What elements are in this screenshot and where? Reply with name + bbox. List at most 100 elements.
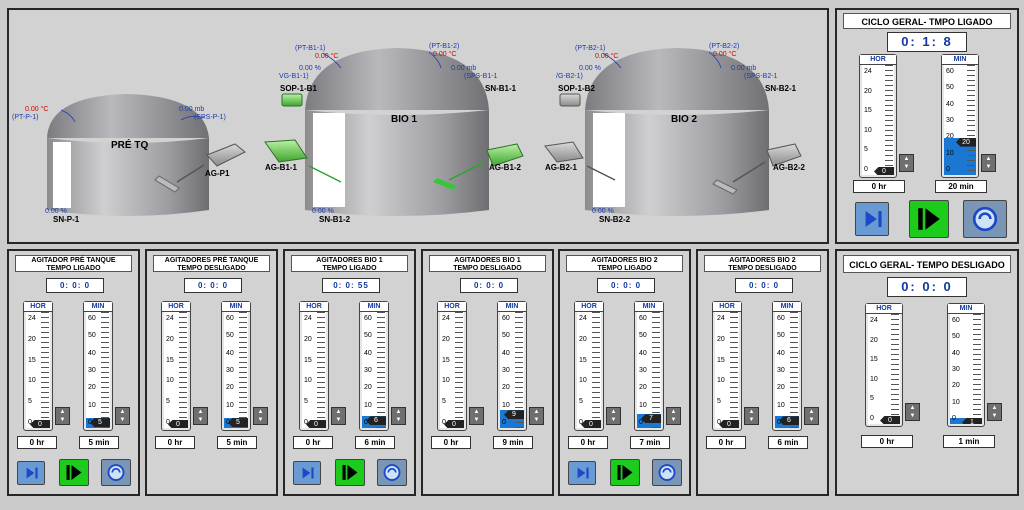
gauge-pointer[interactable]: 6 bbox=[779, 416, 799, 426]
spin-down-icon[interactable]: ▼ bbox=[610, 417, 617, 423]
spin-stepper[interactable]: ▲▼ bbox=[744, 407, 759, 425]
tick-label: 0 bbox=[864, 166, 868, 173]
spin-up-icon[interactable]: ▲ bbox=[395, 409, 402, 415]
spin-down-icon[interactable]: ▼ bbox=[197, 417, 204, 423]
spin-stepper[interactable]: ▲▼ bbox=[115, 407, 130, 425]
spin-stepper[interactable]: ▲▼ bbox=[899, 154, 914, 172]
timer-run-button[interactable] bbox=[610, 459, 640, 486]
timer-step-button[interactable] bbox=[568, 461, 596, 485]
spin-down-icon[interactable]: ▼ bbox=[59, 417, 66, 423]
tick-label: 24 bbox=[717, 315, 725, 322]
timer-title-line1: AGITADORES BIO 1 bbox=[316, 257, 383, 264]
tick-label: 5 bbox=[870, 395, 874, 403]
spin-down-icon[interactable]: ▼ bbox=[257, 417, 264, 423]
spin-down-icon[interactable]: ▼ bbox=[985, 164, 992, 170]
timer-step-button[interactable] bbox=[17, 461, 45, 485]
spin-down-icon[interactable]: ▼ bbox=[395, 417, 402, 423]
spin-down-icon[interactable]: ▼ bbox=[473, 417, 480, 423]
gauge-pointer[interactable]: 7 bbox=[641, 414, 661, 424]
gauge-pointer[interactable]: 0 bbox=[874, 167, 894, 175]
spin-down-icon[interactable]: ▼ bbox=[119, 417, 126, 423]
spin-down-icon[interactable]: ▼ bbox=[808, 417, 815, 423]
gauge-pointer[interactable]: 20 bbox=[956, 137, 976, 147]
tick-label: 30 bbox=[952, 366, 960, 373]
timer-reset-button[interactable] bbox=[377, 459, 407, 486]
spin-up-icon[interactable]: ▲ bbox=[610, 409, 617, 415]
tick-label: 5 bbox=[864, 146, 868, 154]
tick-label: 50 bbox=[364, 332, 372, 340]
spin-up-icon[interactable]: ▲ bbox=[985, 156, 992, 162]
gauge-header: HOR bbox=[300, 302, 328, 312]
spin-stepper[interactable]: ▲▼ bbox=[193, 407, 208, 425]
spin-stepper[interactable]: ▲▼ bbox=[606, 407, 621, 425]
tick-label: 30 bbox=[639, 367, 647, 374]
spin-up-icon[interactable]: ▲ bbox=[748, 409, 755, 415]
gauge-pointer[interactable]: 5 bbox=[228, 418, 248, 428]
run-icon bbox=[66, 465, 82, 480]
ag-b1-1-label: AG-B1-1 bbox=[265, 163, 298, 172]
spin-down-icon[interactable]: ▼ bbox=[335, 417, 342, 423]
timer-run-button[interactable] bbox=[335, 459, 365, 486]
spin-stepper[interactable]: ▲▼ bbox=[529, 407, 544, 425]
spin-up-icon[interactable]: ▲ bbox=[533, 409, 540, 415]
gauge-pointer[interactable]: 0 bbox=[168, 420, 188, 428]
spin-down-icon[interactable]: ▼ bbox=[909, 413, 916, 419]
spin-down-icon[interactable]: ▼ bbox=[533, 417, 540, 423]
gauge-pointer[interactable]: 5 bbox=[90, 418, 110, 428]
run-icon bbox=[342, 465, 358, 480]
spin-up-icon[interactable]: ▲ bbox=[670, 409, 677, 415]
tick-label: 20 bbox=[579, 335, 587, 343]
spin-stepper[interactable]: ▲▼ bbox=[331, 407, 346, 425]
timer-reset-button[interactable] bbox=[652, 459, 682, 486]
gauge-pointer[interactable]: 1 bbox=[962, 418, 982, 424]
spin-stepper[interactable]: ▲▼ bbox=[905, 403, 920, 421]
spin-stepper[interactable]: ▲▼ bbox=[253, 407, 268, 425]
cycle-on-run-button[interactable] bbox=[909, 200, 949, 238]
timer-title-line2: TEMPO LIGADO bbox=[322, 264, 377, 272]
spin-up-icon[interactable]: ▲ bbox=[473, 409, 480, 415]
spin-stepper[interactable]: ▲▼ bbox=[55, 407, 70, 425]
spin-down-icon[interactable]: ▼ bbox=[903, 164, 910, 170]
cycle-on-step-button[interactable] bbox=[855, 202, 889, 236]
timer-reset-button[interactable] bbox=[101, 459, 131, 486]
gauge-pointer[interactable]: 9 bbox=[504, 410, 524, 420]
tick-label: 0 bbox=[777, 419, 781, 426]
spin-stepper[interactable]: ▲▼ bbox=[391, 407, 406, 425]
spin-stepper[interactable]: ▲▼ bbox=[981, 154, 996, 172]
gauge-pointer[interactable]: 0 bbox=[880, 416, 900, 424]
spin-up-icon[interactable]: ▲ bbox=[197, 409, 204, 415]
spin-up-icon[interactable]: ▲ bbox=[335, 409, 342, 415]
timer-run-button[interactable] bbox=[59, 459, 89, 486]
spin-stepper[interactable]: ▲▼ bbox=[987, 403, 1002, 421]
spin-stepper[interactable]: ▲▼ bbox=[804, 407, 819, 425]
cycle-off-panel: CICLO GERAL- TEMPO DESLIGADO 0: 0: 0 HOR… bbox=[835, 249, 1019, 496]
timer-min-value: 9 min bbox=[493, 436, 533, 449]
gauge-pointer[interactable]: 0 bbox=[30, 420, 50, 428]
spin-down-icon[interactable]: ▼ bbox=[670, 417, 677, 423]
spin-up-icon[interactable]: ▲ bbox=[257, 409, 264, 415]
spin-up-icon[interactable]: ▲ bbox=[59, 409, 66, 415]
run-icon bbox=[617, 465, 633, 480]
spin-down-icon[interactable]: ▼ bbox=[991, 413, 998, 419]
timer-step-button[interactable] bbox=[293, 461, 321, 485]
spin-up-icon[interactable]: ▲ bbox=[903, 156, 910, 162]
gauge-pointer[interactable]: 0 bbox=[581, 420, 601, 428]
gauge-pointer[interactable]: 0 bbox=[306, 420, 326, 428]
gauge-pointer[interactable]: 0 bbox=[719, 420, 739, 428]
spin-up-icon[interactable]: ▲ bbox=[991, 405, 998, 411]
cycle-on-reset-button[interactable] bbox=[963, 200, 1007, 238]
spin-up-icon[interactable]: ▲ bbox=[909, 405, 916, 411]
gauge-pointer[interactable]: 6 bbox=[366, 416, 386, 426]
tick-label: 0 bbox=[946, 166, 950, 173]
tick-label: 0 bbox=[639, 419, 643, 426]
spin-up-icon[interactable]: ▲ bbox=[119, 409, 126, 415]
spin-stepper[interactable]: ▲▼ bbox=[469, 407, 484, 425]
spin-up-icon[interactable]: ▲ bbox=[808, 409, 815, 415]
spin-down-icon[interactable]: ▼ bbox=[748, 417, 755, 423]
gauge-pointer[interactable]: 0 bbox=[444, 420, 464, 428]
tick-label: 20 bbox=[777, 384, 785, 392]
spin-stepper[interactable]: ▲▼ bbox=[666, 407, 681, 425]
